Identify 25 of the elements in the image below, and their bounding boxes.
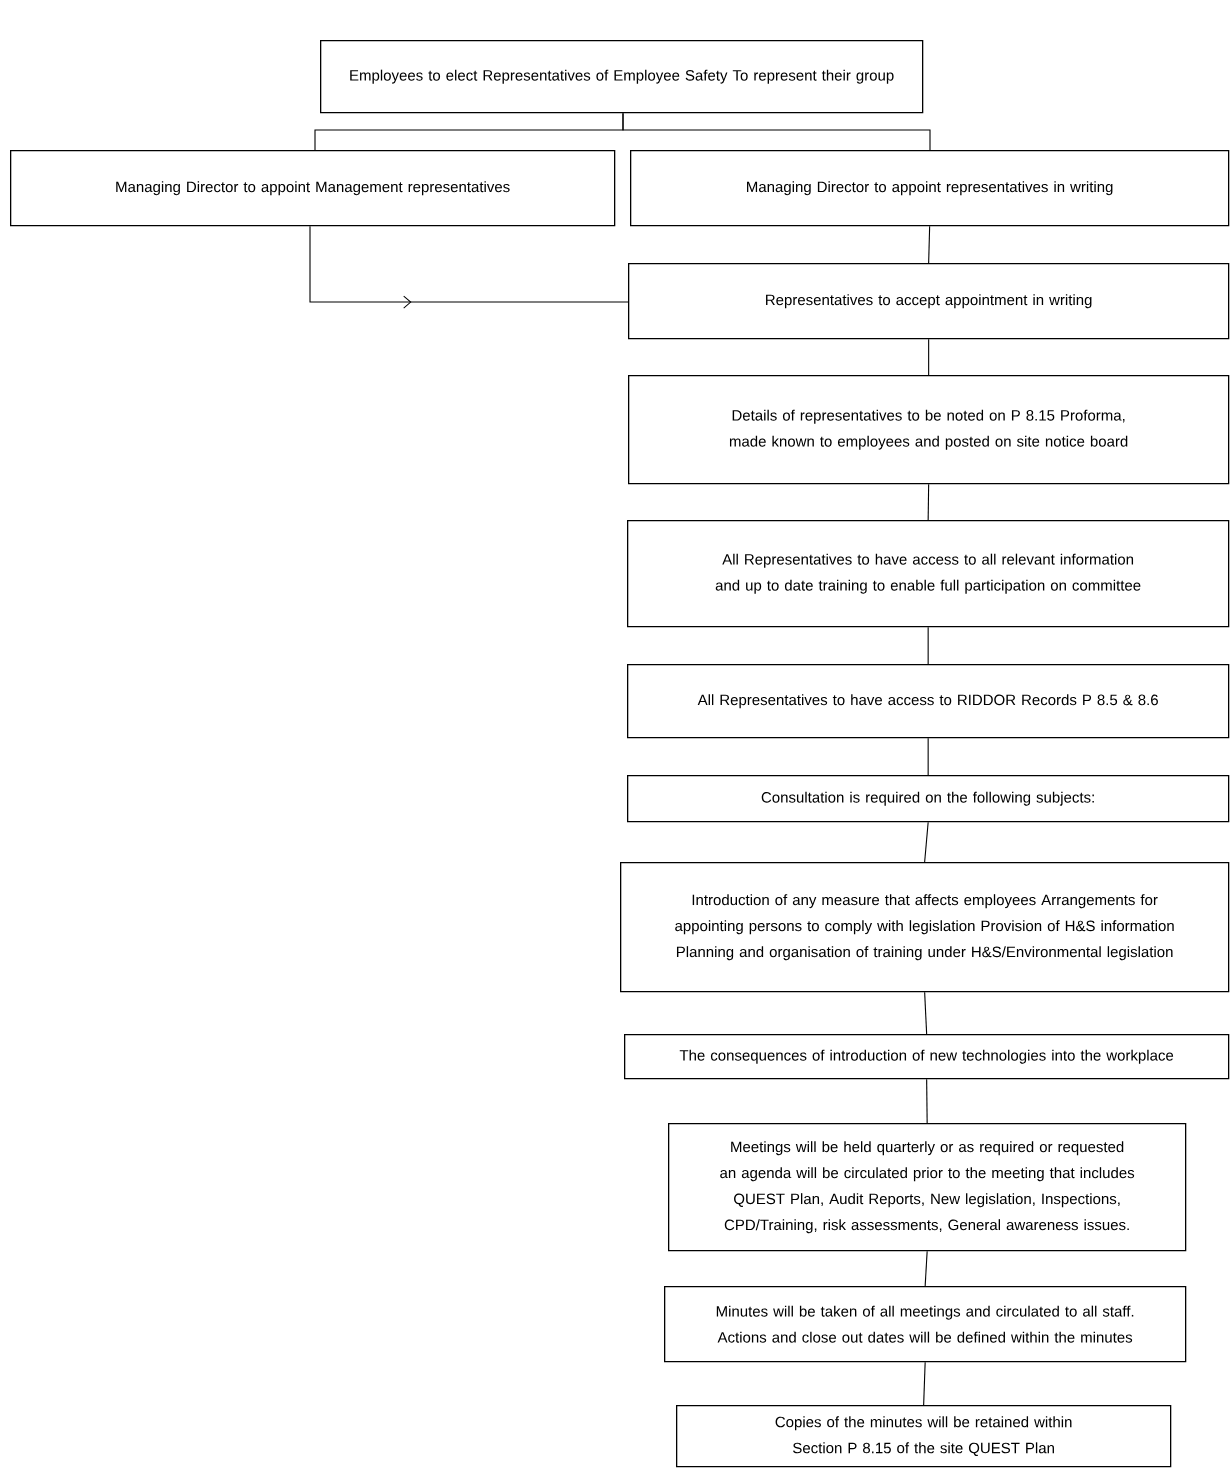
connector-line: [309, 225, 629, 309]
process-box: All Representatives to have access to all relevant information and up to date training to enable full participation on committee: [627, 520, 1230, 628]
connector-line: [926, 1078, 928, 1124]
process-box: Managing Director to appoint Management representatives: [10, 150, 616, 227]
process-box: The consequences of introduction of new technologies into the workplace: [624, 1034, 1230, 1080]
connector-line: [622, 112, 931, 151]
connector-line: [924, 821, 929, 863]
process-box: Representatives to accept appointment in writing: [628, 263, 1230, 340]
process-box: Managing Director to appoint representatives in writing: [630, 150, 1230, 227]
process-box: Introduction of any measure that affects employees Arrangements for appointing persons to comply with legislation Provision of H&S information Planning and organisation of training under H&S/Environmental legislation: [620, 862, 1230, 993]
connector-line: [927, 626, 929, 665]
process-box: Consultation is required on the following subjects:: [627, 775, 1230, 823]
connector-line: [927, 737, 929, 776]
process-box: Copies of the minutes will be retained within Section P 8.15 of the site QUEST Plan: [676, 1405, 1172, 1468]
connector-line: [923, 1361, 926, 1406]
connector-line: [924, 1250, 928, 1287]
process-box: Minutes will be taken of all meetings and circulated to all staff. Actions and close out dates will be defined within the minutes: [664, 1286, 1187, 1363]
connector-line: [927, 483, 930, 521]
connector-line: [928, 338, 930, 376]
process-box: Meetings will be held quarterly or as required or requested an agenda will be circulated prior to the meeting that includes QUEST Plan, Audit Reports, New legislation, Inspections, CPD/Training, risk assessments, General awareness issues.: [668, 1123, 1187, 1252]
connector-line: [924, 991, 928, 1035]
process-box: All Representatives to have access to RIDDOR Records P 8.5 & 8.6: [627, 664, 1230, 739]
connector-line: [928, 225, 931, 264]
process-box: Employees to elect Representatives of Employee Safety To represent their group: [320, 40, 924, 114]
process-box: Details of representatives to be noted on P 8.15 Proforma, made known to employees and posted on site notice board: [628, 375, 1230, 485]
